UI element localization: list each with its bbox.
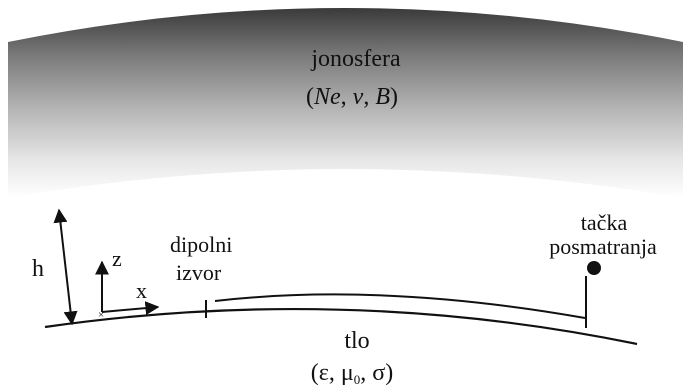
height-arrow <box>53 208 78 326</box>
ground-params: (ε, μ0, σ) <box>311 360 393 385</box>
ground-title: tlo <box>344 328 369 354</box>
ground-line <box>44 307 638 346</box>
observer-label-line2: posmatranja <box>549 234 657 259</box>
observer-label-line1: tačka <box>581 210 628 235</box>
observation-point-icon <box>587 261 601 275</box>
propagation-path <box>214 293 586 319</box>
ionosphere-title: jonosfera <box>310 46 401 72</box>
z-axis-label: z <box>112 246 122 271</box>
source-label-line2: izvor <box>176 260 222 285</box>
x-axis-label: x <box>136 278 147 303</box>
origin-marker: × <box>98 309 104 321</box>
ionosphere-band <box>8 8 683 198</box>
height-label: h <box>32 256 44 282</box>
source-label-line1: dipolni <box>170 232 232 257</box>
x-axis-arrow <box>101 301 160 316</box>
ionosphere-params: (Ne, ν, B) <box>306 84 398 110</box>
